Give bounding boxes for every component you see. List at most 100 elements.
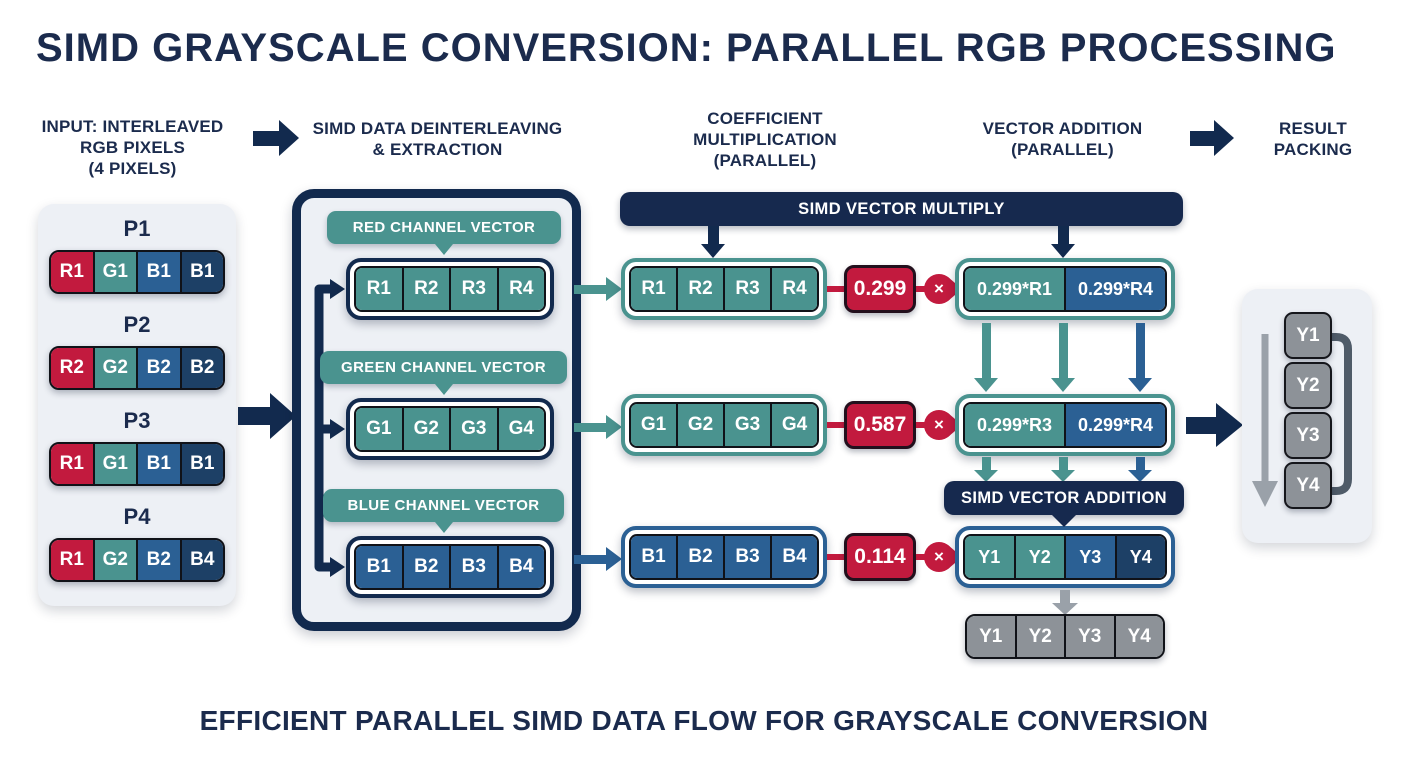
multiply-vector-r: R1 R2 R3 R4 [621, 258, 827, 320]
vector-cell: B1 [631, 536, 678, 578]
vector-row: B1 B2 B3 B4 [629, 534, 819, 580]
addition-row-y: Y1 Y2 Y3 Y4 [955, 526, 1175, 588]
flow-arrow-down-icon [1128, 378, 1152, 392]
product-cell: 0.299*R3 [965, 404, 1066, 446]
result-pack-connector-icon [1252, 333, 1352, 507]
flow-arrow-down-icon [708, 226, 719, 244]
stage-header-line: RESULT [1279, 119, 1347, 138]
page-title: SIMD GRAYSCALE CONVERSION: PARALLEL RGB … [36, 26, 1337, 70]
vector-cell: R3 [451, 268, 499, 310]
stage-arrow-icon [253, 131, 279, 146]
stage-header-vector-addition: VECTOR ADDITION (PARALLEL) [950, 118, 1175, 160]
product-cell: 0.299*R4 [1066, 268, 1165, 310]
vector-row: R1 R2 R3 R4 [354, 266, 546, 312]
flow-arrow-down-icon [1051, 470, 1075, 482]
connector-line [827, 286, 844, 292]
coefficient-box-g: 0.587 [844, 401, 916, 449]
pixel-cell: B1 [138, 252, 182, 292]
pixel-cell: B1 [181, 444, 223, 484]
vector-cell: G1 [631, 404, 678, 446]
stage-header-deinterleave: SIMD DATA DEINTERLEAVING & EXTRACTION [290, 118, 585, 160]
stage-header-line: (PARALLEL) [1011, 140, 1114, 159]
green-channel-vector: G1 G2 G3 G4 [346, 398, 554, 460]
pixel-cell: B2 [138, 540, 182, 580]
vector-cell: G2 [678, 404, 725, 446]
pixel-cell: R1 [51, 444, 95, 484]
stage-header-result: RESULT PACKING [1248, 118, 1378, 160]
pixel-cell: B1 [138, 444, 182, 484]
product-cell: 0.299*R4 [1066, 404, 1165, 446]
connector-line [827, 554, 844, 560]
vector-row: 0.299*R3 0.299*R4 [963, 402, 1167, 448]
stage-header-line: MULTIPLICATION [693, 130, 837, 149]
simd-vector-multiply-banner: SIMD VECTOR MULTIPLY [620, 192, 1183, 226]
pixel-row: R2 G2 B2 B2 [49, 346, 225, 390]
multiply-vector-g: G1 G2 G3 G4 [621, 394, 827, 456]
green-channel-badge: GREEN CHANNEL VECTOR [320, 351, 567, 395]
packed-result-row: Y1 Y2 Y3 Y4 [965, 614, 1165, 659]
coefficient-box-r: 0.299 [844, 265, 916, 313]
blue-channel-badge: BLUE CHANNEL VECTOR [323, 489, 564, 533]
flow-arrow-down-icon [1051, 244, 1075, 258]
pixel-cell: B4 [181, 540, 223, 580]
stage-header-line: INPUT: INTERLEAVED [41, 117, 224, 136]
result-y-box: Y2 [1284, 362, 1332, 409]
flow-arrow-icon [606, 277, 622, 301]
stage-header-coefficient: COEFFICIENT MULTIPLICATION (PARALLEL) [655, 108, 875, 171]
product-cell: 0.299*R1 [965, 268, 1066, 310]
coefficient-box-b: 0.114 [844, 533, 916, 581]
flow-arrow-down-icon [1052, 603, 1078, 615]
addition-row-1: 0.299*R1 0.299*R4 [955, 258, 1175, 320]
result-y-box: Y3 [1284, 412, 1332, 459]
stage-arrow-icon [1190, 131, 1214, 146]
flow-arrow-down-icon [701, 244, 725, 258]
stage-header-input: INPUT: INTERLEAVED RGB PIXELS (4 PIXELS) [15, 116, 250, 179]
pixel-cell: R1 [51, 540, 95, 580]
stage-header-line: VECTOR ADDITION [982, 119, 1143, 138]
pixel-label: P3 [123, 408, 151, 433]
pixel-label: P1 [123, 216, 151, 241]
flow-arrow-down-icon [1059, 457, 1068, 470]
vector-row: B1 B2 B3 B4 [354, 544, 546, 590]
bottom-caption: EFFICIENT PARALLEL SIMD DATA FLOW FOR GR… [199, 705, 1209, 736]
vector-cell: B3 [451, 546, 499, 588]
pixel-cell: G1 [94, 252, 138, 292]
vector-cell: B4 [498, 546, 544, 588]
addition-row-2: 0.299*R3 0.299*R4 [955, 394, 1175, 456]
pixel-cell: R1 [51, 252, 95, 292]
pixel-row: R1 G1 B1 B1 [49, 250, 225, 294]
pixel-cell: R2 [51, 348, 95, 388]
vector-cell: B1 [356, 546, 404, 588]
banner-pointer-icon [1051, 514, 1077, 527]
flow-arrow-down-icon [1059, 323, 1068, 378]
vector-cell: G1 [356, 408, 404, 450]
vector-cell: R3 [725, 268, 772, 310]
pixel-label: P4 [123, 504, 151, 529]
stage-header-line: (4 PIXELS) [88, 159, 177, 178]
vector-cell: B2 [678, 536, 725, 578]
flow-arrow-icon [606, 547, 622, 571]
flow-arrow-down-icon [982, 457, 991, 470]
stage-header-line: COEFFICIENT [707, 109, 823, 128]
connector-line [916, 554, 928, 560]
pixel-cell: B2 [181, 348, 223, 388]
flow-arrow-icon [574, 423, 606, 432]
packed-cell: Y2 [1016, 616, 1066, 657]
stage-header-line: RGB PIXELS [80, 138, 185, 157]
red-channel-badge: RED CHANNEL VECTOR [327, 211, 561, 255]
result-y-box: Y4 [1284, 462, 1332, 509]
blue-channel-vector: B1 B2 B3 B4 [346, 536, 554, 598]
vector-cell: G3 [451, 408, 499, 450]
vector-cell: R2 [403, 268, 451, 310]
multiply-vector-b: B1 B2 B3 B4 [621, 526, 827, 588]
flow-arrow-icon [574, 285, 606, 294]
vector-row: G1 G2 G3 G4 [629, 402, 819, 448]
stage-header-line: PACKING [1273, 140, 1353, 159]
vector-cell: B3 [725, 536, 772, 578]
flow-arrow-icon [238, 407, 270, 425]
vector-cell: B2 [403, 546, 451, 588]
flow-arrow-down-icon [974, 470, 998, 482]
pixel-cell: G1 [94, 444, 138, 484]
packed-cell: Y3 [1066, 616, 1116, 657]
